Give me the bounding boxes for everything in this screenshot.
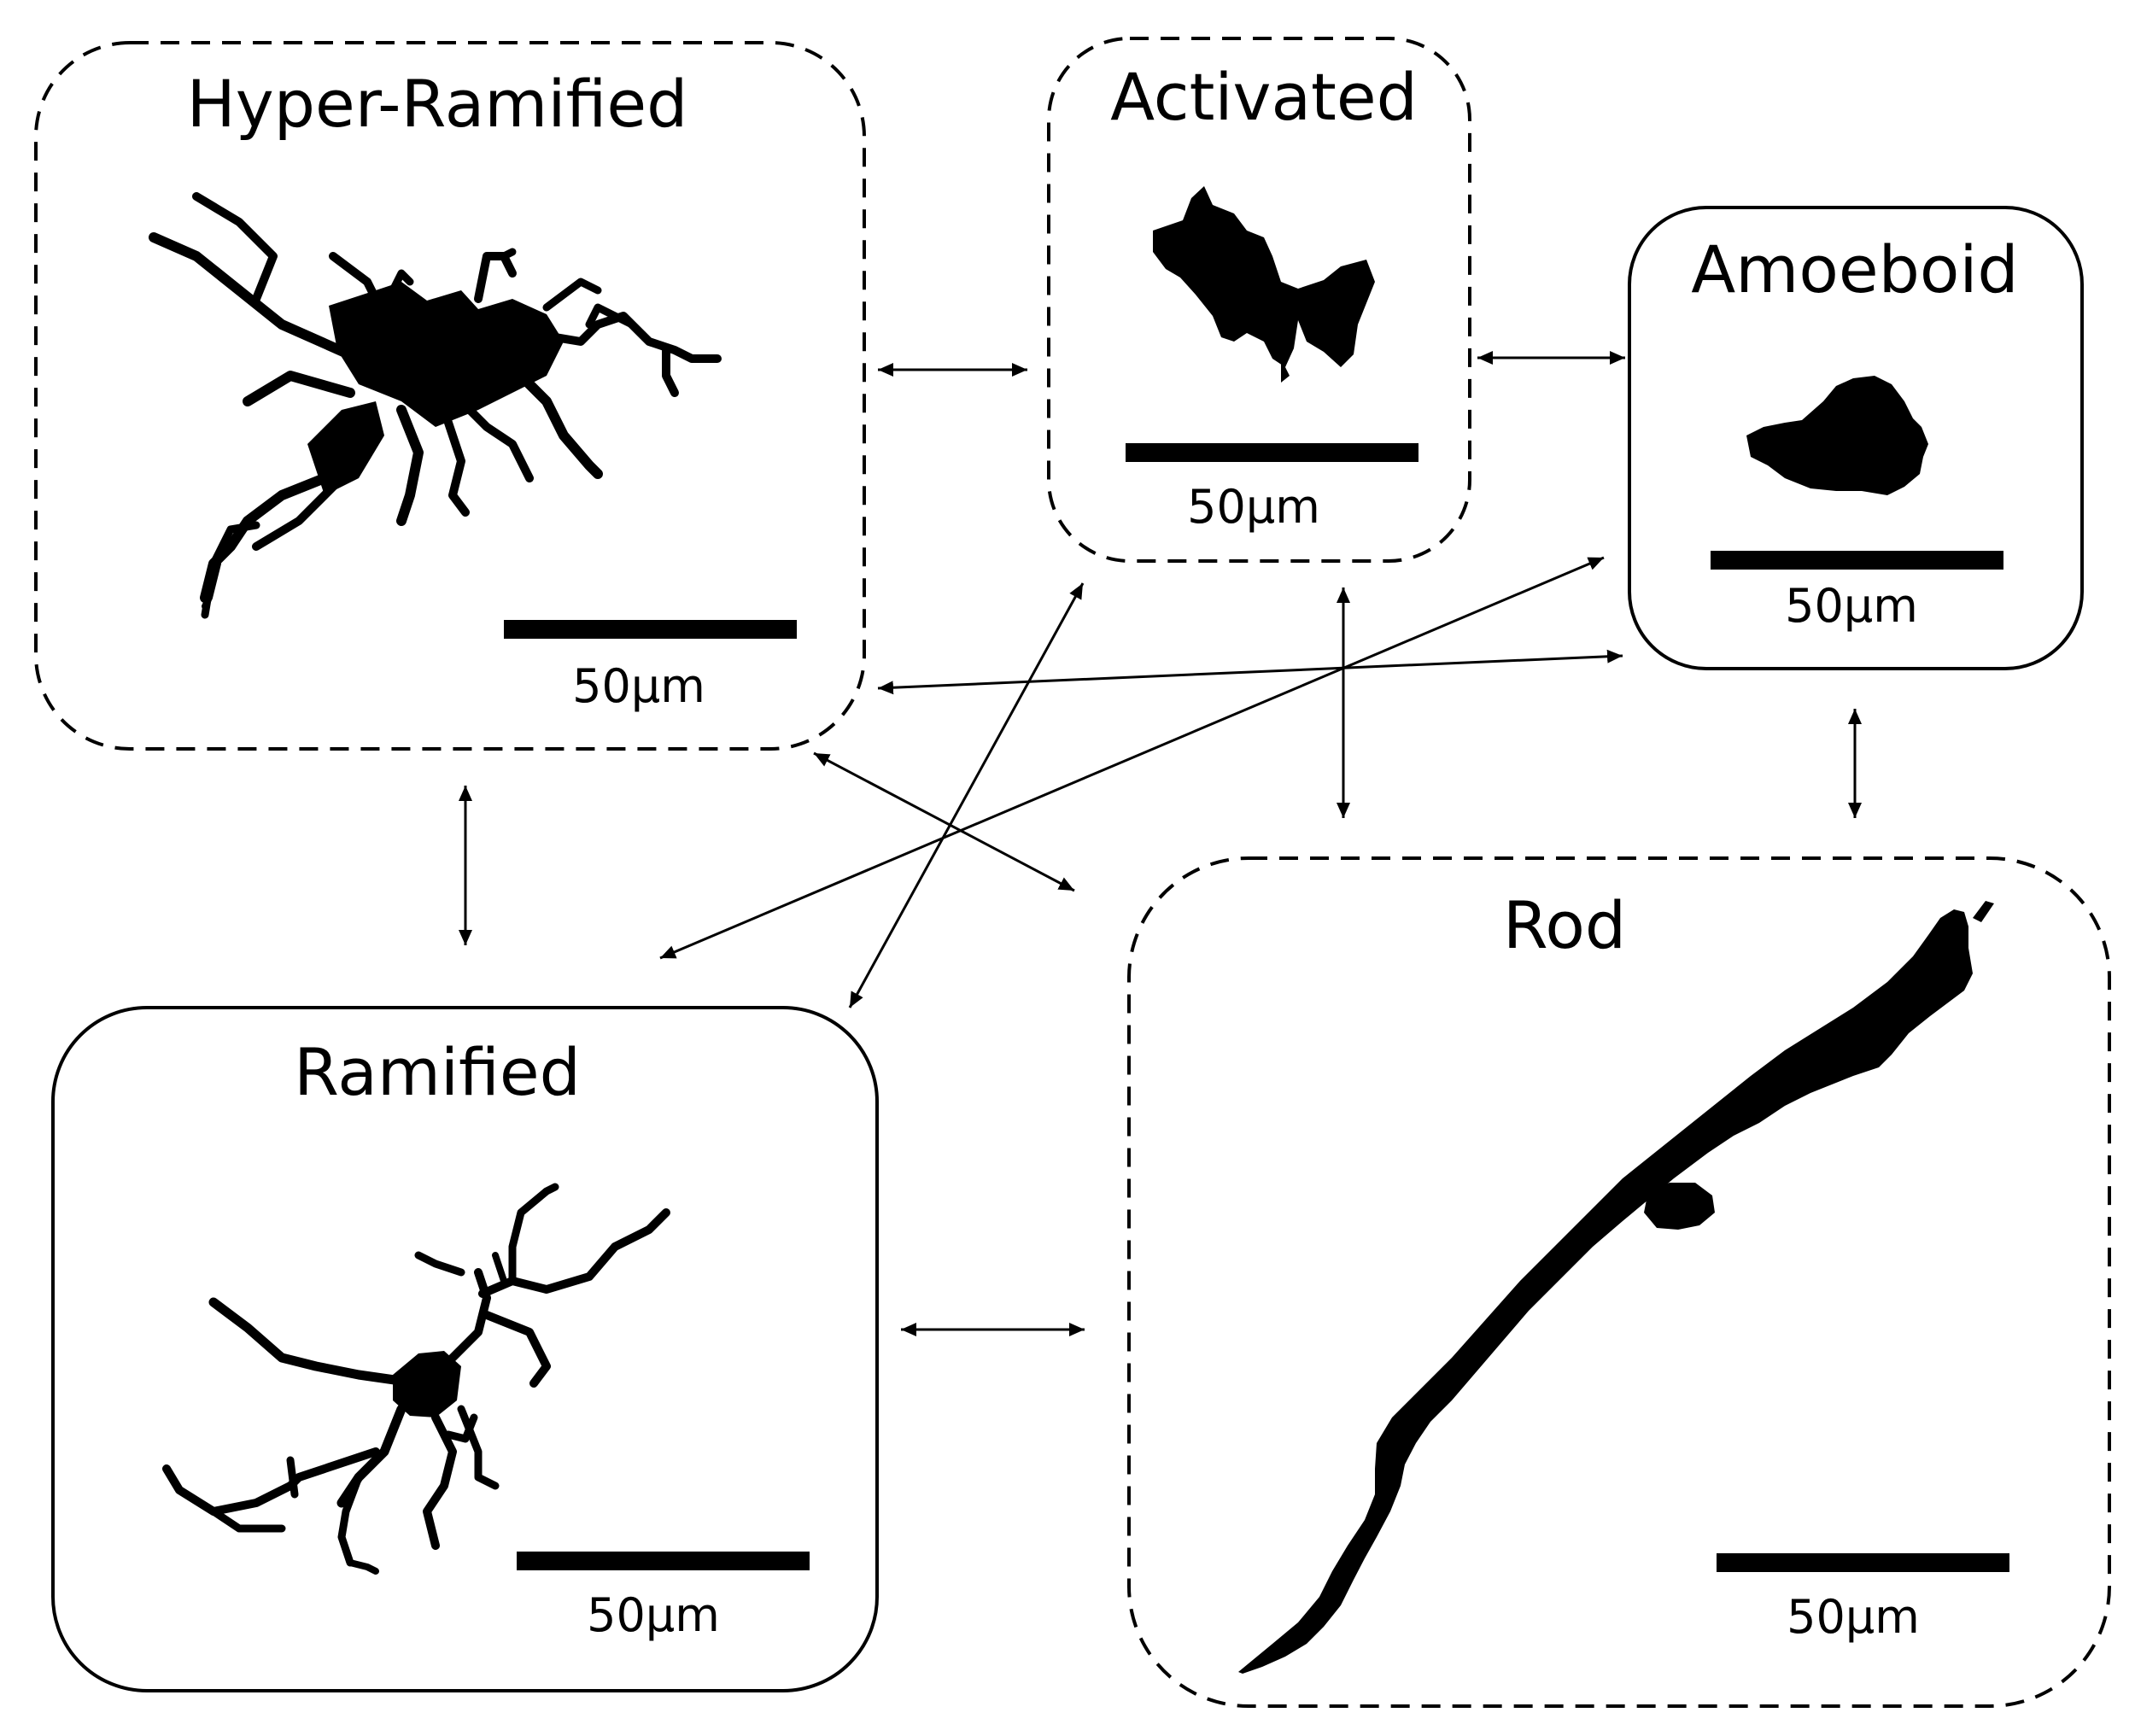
arrow-amoeboid-ramified — [659, 556, 1605, 960]
panel-activated: Activated 50µm — [1047, 37, 1471, 563]
arrow-hyper-ramified-amoeboid — [877, 649, 1623, 695]
scale-bar-label: 50µm — [1787, 1590, 1920, 1644]
arrow-activated-ramified — [848, 582, 1085, 1008]
scale-bar — [1717, 1553, 2009, 1572]
panel-title: Amoeboid — [1691, 231, 2018, 307]
panel-border — [34, 41, 866, 751]
scale-bar-label: 50µm — [572, 659, 705, 713]
panel-title: Rod — [1503, 887, 1626, 963]
transition-arrows — [459, 351, 1862, 1336]
panel-title: Activated — [1110, 59, 1418, 135]
scale-bar — [517, 1552, 810, 1570]
panel-border — [51, 1006, 879, 1692]
panel-ramified: Ramified 50µm — [51, 1006, 879, 1692]
activated-cell-silhouette — [1153, 186, 1375, 383]
panel-title: Hyper-Ramified — [187, 66, 688, 142]
panel-border — [1127, 856, 2111, 1708]
panel-title: Ramified — [294, 1034, 581, 1110]
scale-bar-label: 50µm — [1785, 579, 1918, 633]
panel-amoeboid: Amoeboid 50µm — [1628, 206, 2084, 670]
arrow-hyper-ramified-rod — [813, 751, 1075, 892]
panel-rod: Rod 50µm — [1127, 856, 2111, 1708]
panel-hyper-ramified: Hyper-Ramified 50µm — [34, 41, 866, 751]
scale-bar-label: 50µm — [587, 1588, 720, 1642]
panel-border — [1628, 206, 2084, 670]
amoeboid-cell-silhouette — [1746, 376, 1928, 495]
scale-bar-label: 50µm — [1187, 480, 1320, 534]
hyper-ramified-cell-silhouette — [149, 192, 722, 619]
panel-border — [1047, 37, 1471, 563]
scale-bar — [504, 620, 797, 639]
rod-cell-silhouette — [1238, 901, 1994, 1674]
ramified-cell-silhouette — [162, 1183, 670, 1575]
scale-bar — [1126, 443, 1418, 462]
scale-bar — [1711, 551, 2003, 570]
